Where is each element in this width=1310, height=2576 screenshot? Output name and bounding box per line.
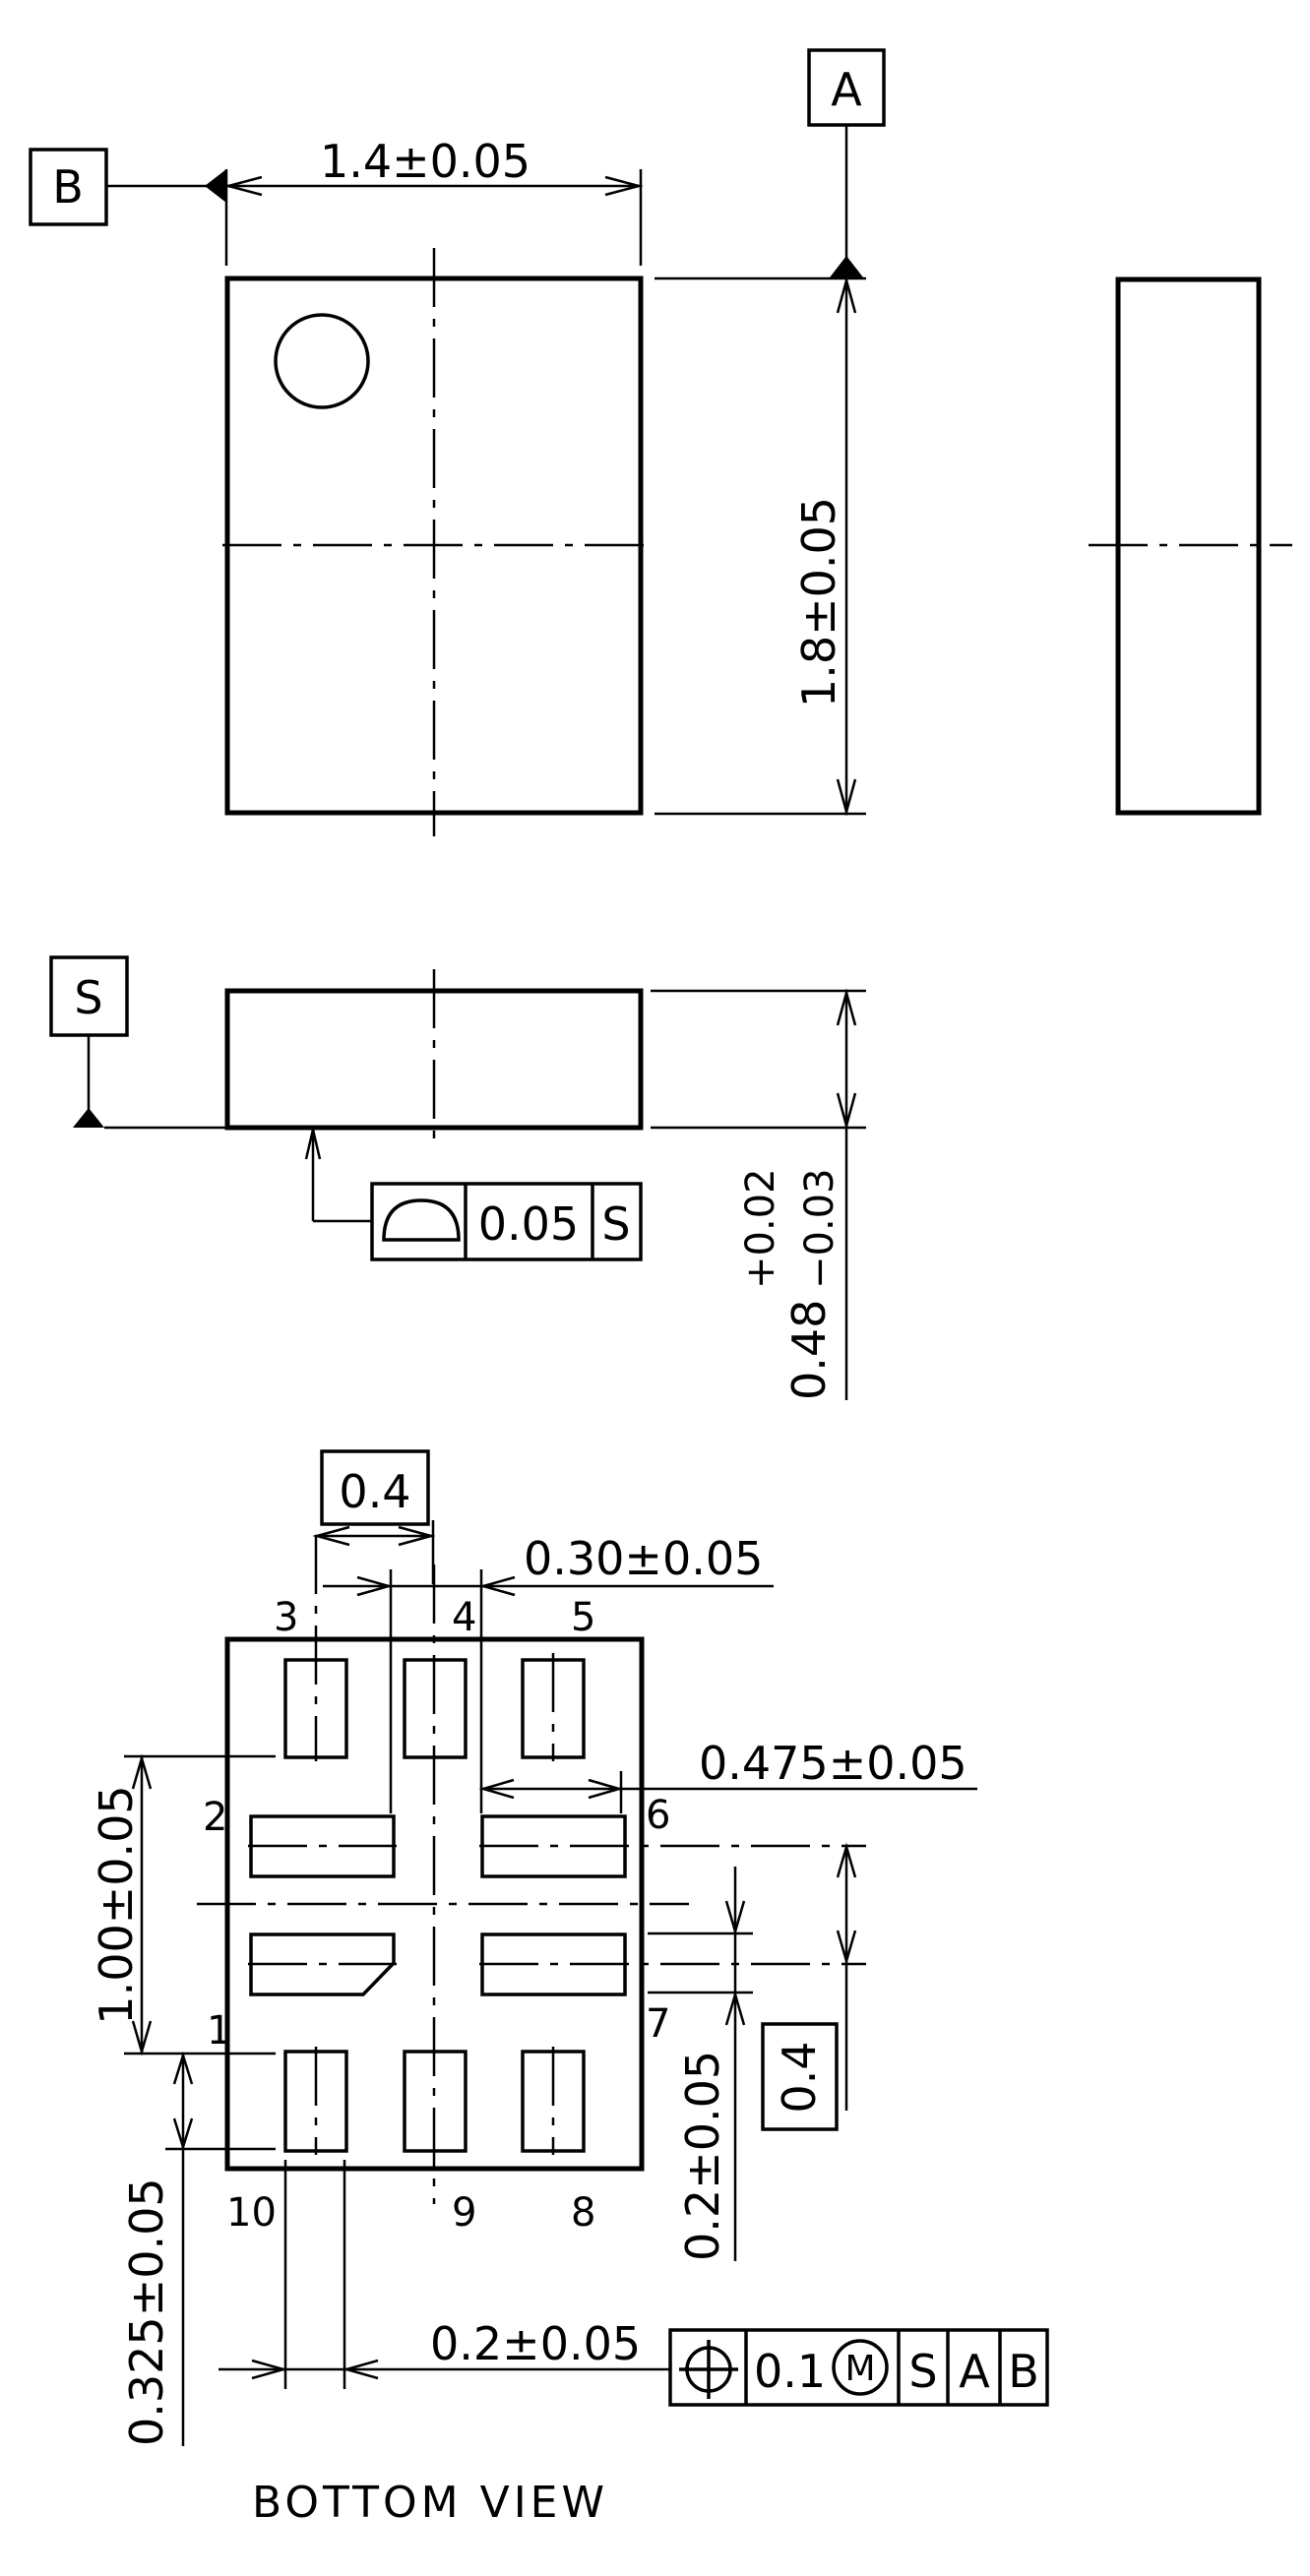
pad-width-dimension: 0.30±0.05 bbox=[524, 1532, 763, 1585]
thickness-upper-tol: +0.02 bbox=[738, 1168, 783, 1289]
datum-s-triangle-icon bbox=[73, 1108, 104, 1128]
datum-b-triangle-icon bbox=[205, 169, 226, 203]
datum-a-label: A bbox=[831, 63, 862, 116]
datum-a-triangle-icon bbox=[830, 256, 863, 277]
pin1-marker bbox=[274, 313, 370, 409]
pitch-v-basic: 0.4 bbox=[773, 2041, 826, 2113]
bottom-view: 2 1 3 4 5 6 7 8 9 10 0.4 0.30±0.05 0.475… bbox=[90, 1449, 1049, 2528]
mmc-circle-icon bbox=[832, 2339, 889, 2396]
surface-profile-icon bbox=[382, 1198, 461, 1242]
pitch-h-basic-box bbox=[320, 1449, 430, 1526]
profile-datum: S bbox=[601, 1197, 630, 1251]
pin-label-7: 7 bbox=[646, 2001, 670, 2047]
position-datum-1: S bbox=[908, 2345, 937, 2398]
pad-1 bbox=[249, 1932, 396, 1996]
side-pad-width-dimension: 0.2±0.05 bbox=[676, 2051, 729, 2261]
profile-control-frame: 0.05 S bbox=[370, 1182, 643, 1261]
pin-label-2: 2 bbox=[203, 1795, 227, 1840]
datum-s-label: S bbox=[74, 971, 102, 1024]
side-view: S 0.05 S 0.48 +0.02 −0.03 bbox=[49, 955, 866, 1400]
pitch-v-basic-box bbox=[761, 2022, 839, 2131]
end-pad-width-dimension: 0.2±0.05 bbox=[430, 2317, 641, 2370]
pin-label-4: 4 bbox=[452, 1595, 476, 1640]
position-icon bbox=[679, 2340, 738, 2399]
pin-label-5: 5 bbox=[571, 1595, 595, 1640]
profile-tolerance: 0.05 bbox=[478, 1197, 579, 1251]
thickness-nominal: 0.48 bbox=[782, 1300, 836, 1400]
pitch-h-basic: 0.4 bbox=[339, 1465, 410, 1518]
pad-4 bbox=[403, 1658, 468, 1759]
position-datum-3: B bbox=[1008, 2345, 1039, 2398]
width-dimension: 1.4±0.05 bbox=[320, 135, 530, 188]
side-pad-length-dimension: 0.475±0.05 bbox=[699, 1737, 967, 1790]
position-control-frame: 0.1 M S A B bbox=[668, 2328, 1049, 2407]
height-dimension: 1.8±0.05 bbox=[792, 497, 845, 707]
end-pad-length-dimension: 0.325±0.05 bbox=[120, 2177, 173, 2446]
position-tolerance: 0.1 bbox=[754, 2345, 826, 2398]
datum-b-label: B bbox=[52, 160, 84, 214]
position-datum-2: A bbox=[959, 2345, 990, 2398]
pin-label-9: 9 bbox=[452, 2190, 476, 2236]
pin-label-1: 1 bbox=[207, 2008, 231, 2054]
mmc-modifier: M bbox=[844, 2349, 875, 2389]
view-title: BOTTOM VIEW bbox=[252, 2478, 608, 2528]
pad-9 bbox=[403, 2050, 468, 2153]
pin-label-6: 6 bbox=[646, 1793, 670, 1838]
pin-label-10: 10 bbox=[226, 2190, 277, 2236]
pin-label-3: 3 bbox=[274, 1595, 298, 1640]
row-span-dimension: 1.00±0.05 bbox=[90, 1785, 143, 2024]
top-view: B 1.4±0.05 A 1.8±0.05 bbox=[29, 48, 1292, 836]
pin-label-8: 8 bbox=[571, 2190, 595, 2236]
thickness-lower-tol: −0.03 bbox=[797, 1168, 842, 1289]
